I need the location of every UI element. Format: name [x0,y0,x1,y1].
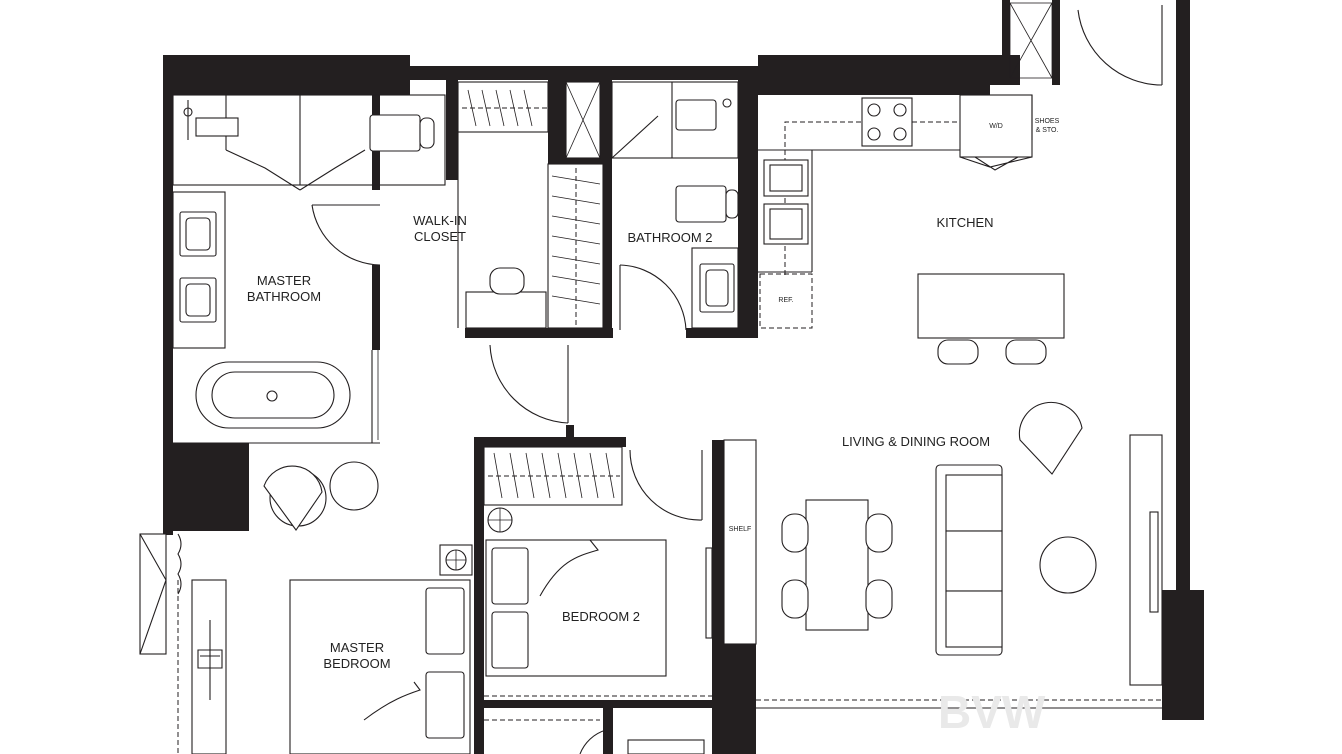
bedroom-2-label: BEDROOM 2 [562,609,640,624]
kitchen-fixtures [758,5,1163,365]
washer-dryer-label: W/D [989,123,1003,130]
bedroom-2-fixtures [483,446,712,754]
master-bedroom-label-line2: BEDROOM [323,656,390,671]
fixture-labels: W/D SHOES & STO. REF. SHELF [729,118,1060,533]
shoes-storage-label-line2: & STO. [1036,127,1059,134]
refrigerator-label: REF. [778,297,793,304]
walk-in-closet-label-line2: CLOSET [414,229,466,244]
living-dining-label: LIVING & DINING ROOM [842,434,990,449]
master-bathroom-label-line2: BATHROOM [247,289,321,304]
watermark: BVW [938,686,1046,738]
shoes-storage-label-line1: SHOES [1035,118,1060,125]
master-bathroom-fixtures [172,94,446,444]
kitchen-label: KITCHEN [936,215,993,230]
walk-in-closet-label-line1: WALK-IN [413,213,467,228]
room-labels: MASTER BATHROOM WALK-IN CLOSET BATHROOM … [247,213,994,671]
bathroom-2-label: BATHROOM 2 [628,230,713,245]
walk-in-closet-fixtures [457,81,604,424]
master-bedroom-fixtures [139,461,473,754]
master-bedroom-label-line1: MASTER [330,640,384,655]
shelf-label: SHELF [729,526,752,533]
master-bathroom-label-line1: MASTER [257,273,311,288]
bathroom-2-fixtures [611,81,758,331]
living-dining-fixtures [705,401,1163,709]
